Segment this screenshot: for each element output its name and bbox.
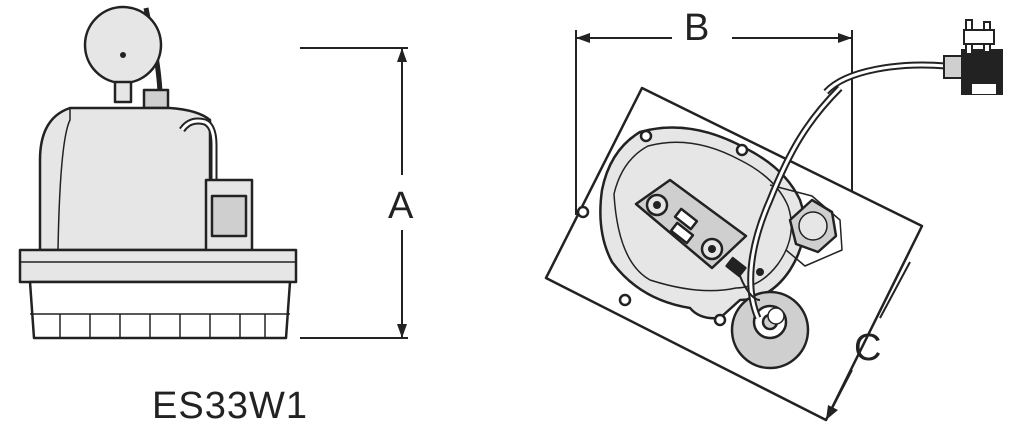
pump-base-flange <box>18 248 298 284</box>
dimension-a <box>300 47 408 339</box>
dimension-c-label: C <box>854 327 881 369</box>
motor-housing <box>38 106 212 252</box>
dimension-b-label: B <box>684 7 709 49</box>
model-label: ES33W1 <box>152 385 308 427</box>
pump-top-view <box>544 61 947 422</box>
dimension-b <box>575 30 853 222</box>
intake-screen <box>28 280 292 340</box>
cord-fitting <box>142 88 170 110</box>
dimension-c <box>825 261 911 421</box>
pump-side-view <box>18 5 298 340</box>
dimension-a-label: A <box>388 185 414 227</box>
float-ball <box>83 5 163 85</box>
power-plug-icon <box>943 19 1003 95</box>
